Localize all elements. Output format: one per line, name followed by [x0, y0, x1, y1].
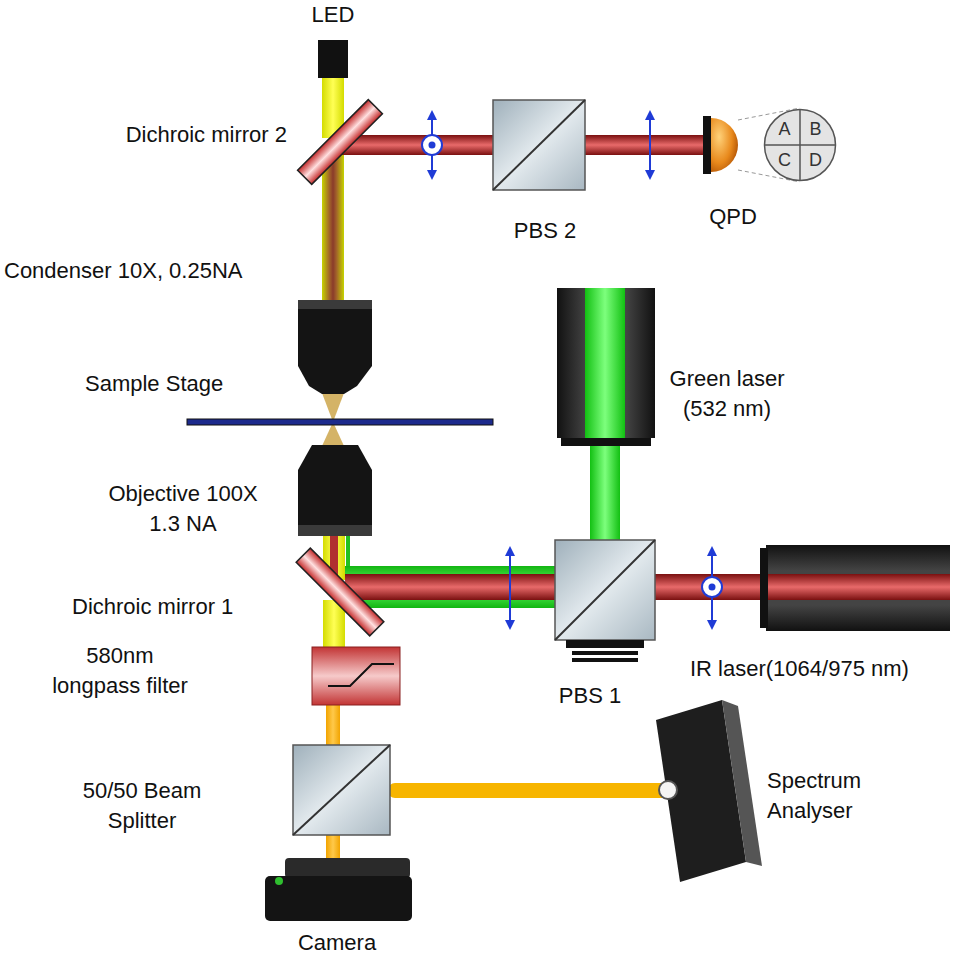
quadrant-outline — [763, 108, 837, 182]
component-label: Green laser (532 nm) — [662, 364, 792, 423]
component-label: PBS 2 — [495, 216, 595, 246]
quadrant-detector-disc: ABCD — [763, 108, 837, 182]
component-label: Dichroic mirror 1 — [72, 592, 233, 622]
component-label: IR laser(1064/975 nm) — [690, 654, 909, 684]
quadrant-letter: D — [809, 150, 822, 171]
component-label: Sample Stage — [85, 369, 223, 399]
component-label: QPD — [683, 202, 783, 232]
component-label: Objective 100X 1.3 NA — [98, 479, 268, 538]
component-label: LED — [303, 0, 363, 30]
quadrant-letter: C — [778, 150, 791, 171]
quadrant-divider — [765, 144, 835, 146]
component-label: Condenser 10X, 0.25NA — [4, 256, 243, 286]
component-label: PBS 1 — [540, 681, 640, 711]
component-label: 580nm longpass filter — [45, 641, 195, 700]
component-label: Dichroic mirror 2 — [65, 120, 287, 150]
quadrant-letter: A — [778, 119, 790, 140]
component-label: Spectrum Analyser — [767, 766, 917, 825]
component-label: Camera — [287, 928, 387, 958]
component-label: 50/50 Beam Splitter — [52, 776, 232, 835]
quadrant-letter: B — [809, 119, 821, 140]
quadrant-circle — [765, 110, 836, 181]
